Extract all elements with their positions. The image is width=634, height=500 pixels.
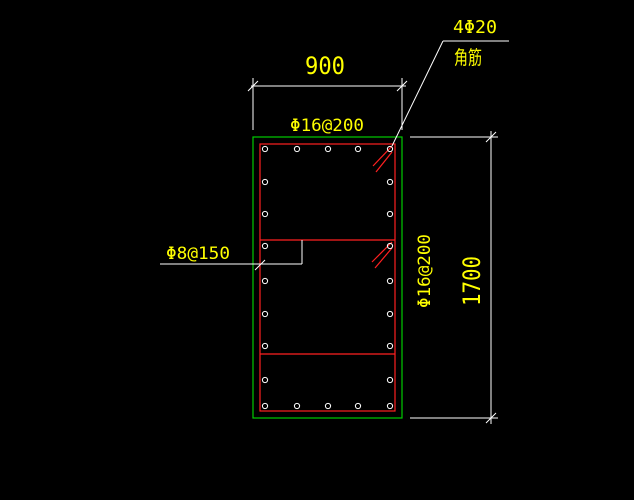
rebar-left <box>261 277 269 285</box>
stirrup-leader <box>160 240 303 271</box>
rebar-right <box>386 310 394 318</box>
width-dimension-label: 900 <box>305 52 345 80</box>
side-rebar-label: Φ16@200 <box>415 234 435 308</box>
hook-2 <box>375 151 393 173</box>
rebar-right <box>386 178 394 186</box>
rebar-bottom <box>324 402 332 410</box>
rebar-left <box>261 242 269 250</box>
rebar-left <box>261 210 269 218</box>
rebar-bottom <box>354 402 362 410</box>
section-outline <box>252 136 403 419</box>
rebar-right <box>386 376 394 384</box>
height-dimension-label: 1700 <box>458 256 486 306</box>
hook-3 <box>371 241 393 263</box>
rebars <box>261 145 394 410</box>
rebar-top <box>293 145 301 153</box>
rebar-right <box>386 242 394 250</box>
rebar-left <box>261 310 269 318</box>
corner-bar-name-label: 角筋 <box>454 47 482 69</box>
outer-stirrup <box>259 143 396 412</box>
rebar-left <box>261 178 269 186</box>
stirrup-label: Φ8@150 <box>166 244 230 264</box>
rebar-right <box>386 277 394 285</box>
hook-4 <box>374 247 393 269</box>
rebar-bottom <box>293 402 301 410</box>
corner-bar-count-label: 4Φ20 <box>453 17 497 38</box>
rebar-right <box>386 210 394 218</box>
rebar-top <box>354 145 362 153</box>
rebar-left <box>261 342 269 350</box>
height-dimension <box>410 131 498 424</box>
rebar-right <box>386 342 394 350</box>
top-rebar-label: Φ16@200 <box>290 116 364 136</box>
rebar-top <box>324 145 332 153</box>
rebar-top <box>386 145 394 153</box>
rebar-top <box>261 145 269 153</box>
rebar-left <box>261 376 269 384</box>
width-dimension <box>247 78 408 130</box>
rebar-bottom <box>386 402 394 410</box>
corner-bar-leader <box>391 40 509 147</box>
hook-1 <box>372 145 393 167</box>
stirrups <box>259 143 396 412</box>
rebar-bottom <box>261 402 269 410</box>
